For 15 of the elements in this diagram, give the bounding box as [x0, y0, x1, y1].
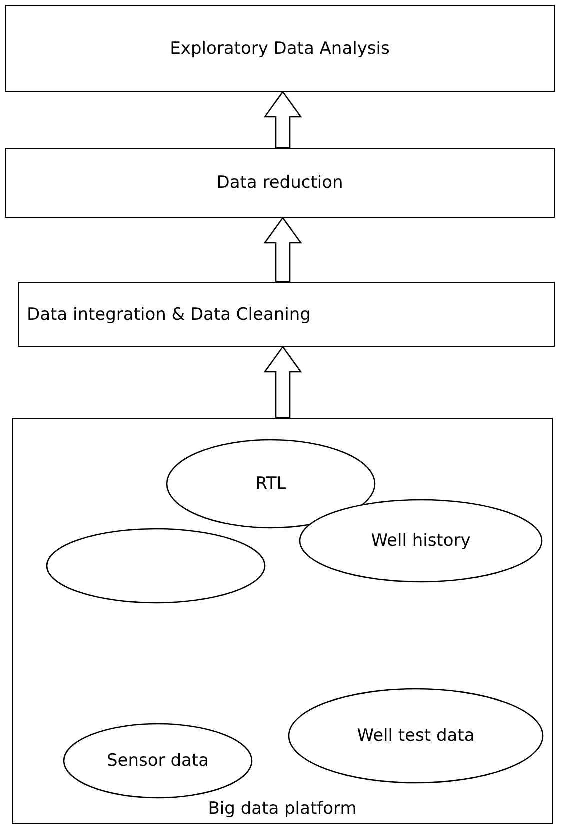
platform-box	[12, 418, 553, 824]
node-label: Data reduction	[216, 173, 344, 193]
process-box	[5, 5, 555, 92]
node-label: Data integration & Data Cleaning	[27, 304, 311, 324]
hollow-arrow	[264, 216, 302, 283]
node-label: Well test data	[357, 726, 475, 746]
node-label: Exploratory Data Analysis	[170, 38, 390, 58]
node-label: Big data platform	[208, 799, 357, 819]
hollow-arrow	[264, 90, 302, 149]
process-box	[18, 282, 555, 347]
hollow-arrow	[264, 346, 302, 419]
node-label: Sensor data	[107, 751, 209, 771]
node-label: Well history	[371, 531, 471, 551]
node-label: RTL	[256, 474, 286, 494]
process-box	[5, 148, 555, 218]
